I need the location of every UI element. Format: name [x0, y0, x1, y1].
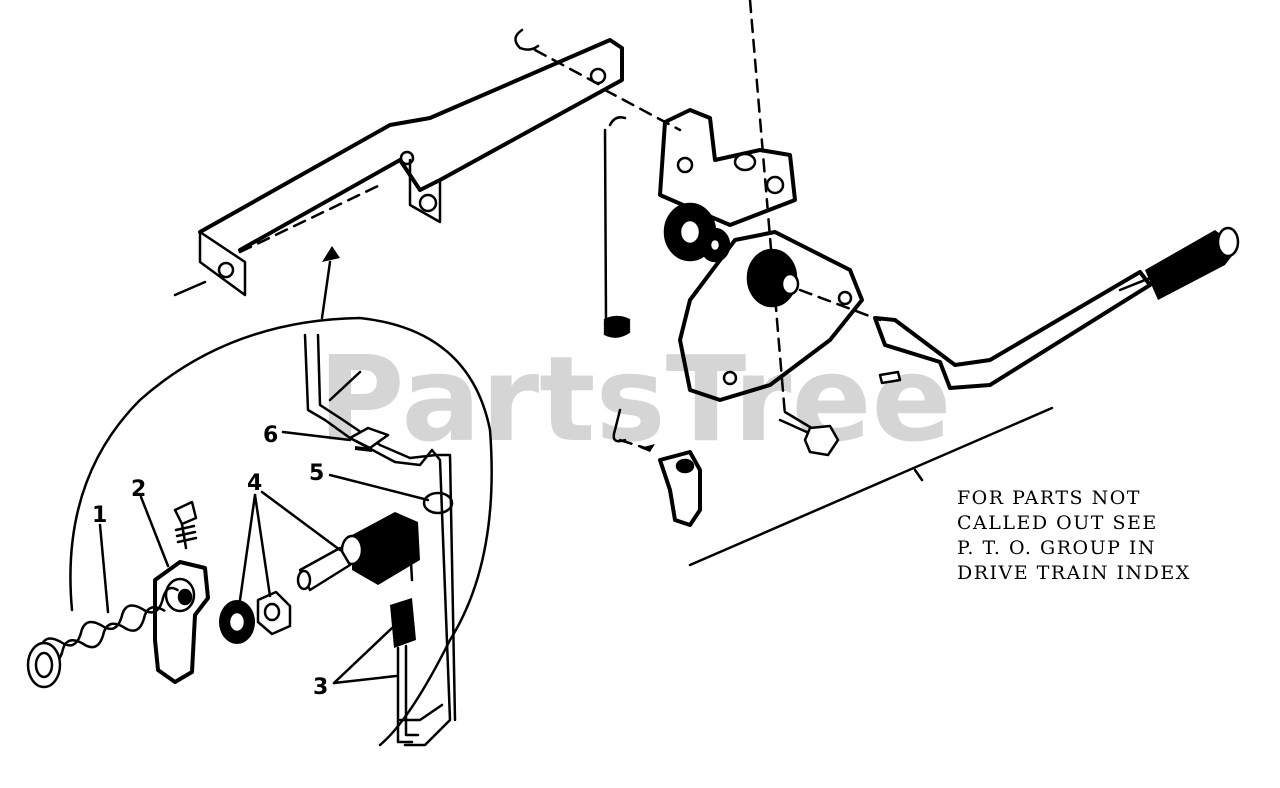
part-5-ring: [422, 491, 454, 515]
callout-leaders: [98, 430, 430, 685]
alignment-line: [603, 88, 682, 132]
lift-bracket: [173, 38, 624, 297]
cam-plate: [678, 230, 882, 402]
part-1-spring: [26, 586, 179, 689]
extension-spring: [603, 116, 631, 443]
part-6-clip: [348, 426, 390, 452]
part-2-collar: [153, 500, 210, 684]
handle-lever: [873, 226, 1240, 390]
callout-4: 4: [247, 471, 262, 496]
hex-bolt-right: [748, 0, 840, 457]
roller-bushing: [663, 202, 731, 263]
callout-5: 5: [309, 461, 324, 486]
callout-2: 2: [131, 477, 146, 502]
reference-note: FOR PARTS NOT CALLED OUT SEE P. T. O. GR…: [957, 487, 1191, 584]
rod-assembly: [303, 333, 457, 747]
roll-pin: [878, 370, 902, 385]
callout-3: 3: [313, 675, 328, 700]
arrow-up: [320, 246, 340, 320]
spring-anchor: [618, 438, 702, 527]
callout-6: 6: [263, 423, 278, 448]
part-3-connector: [390, 598, 420, 744]
note-line-4: DRIVE TRAIN INDEX: [957, 562, 1191, 584]
note-line-3: P. T. O. GROUP IN: [957, 537, 1156, 559]
part-4-nuts: [219, 590, 292, 644]
note-line-2: CALLED OUT SEE: [957, 512, 1158, 534]
e-clip: [514, 28, 602, 87]
watermark-text: PartsTree: [318, 330, 952, 468]
mount-plate: [658, 108, 797, 227]
note-leader: [688, 406, 1054, 567]
note-line-1: FOR PARTS NOT: [957, 487, 1141, 509]
detail-circle: [69, 316, 493, 747]
callout-1: 1: [92, 503, 107, 528]
switch-body: [296, 512, 420, 592]
